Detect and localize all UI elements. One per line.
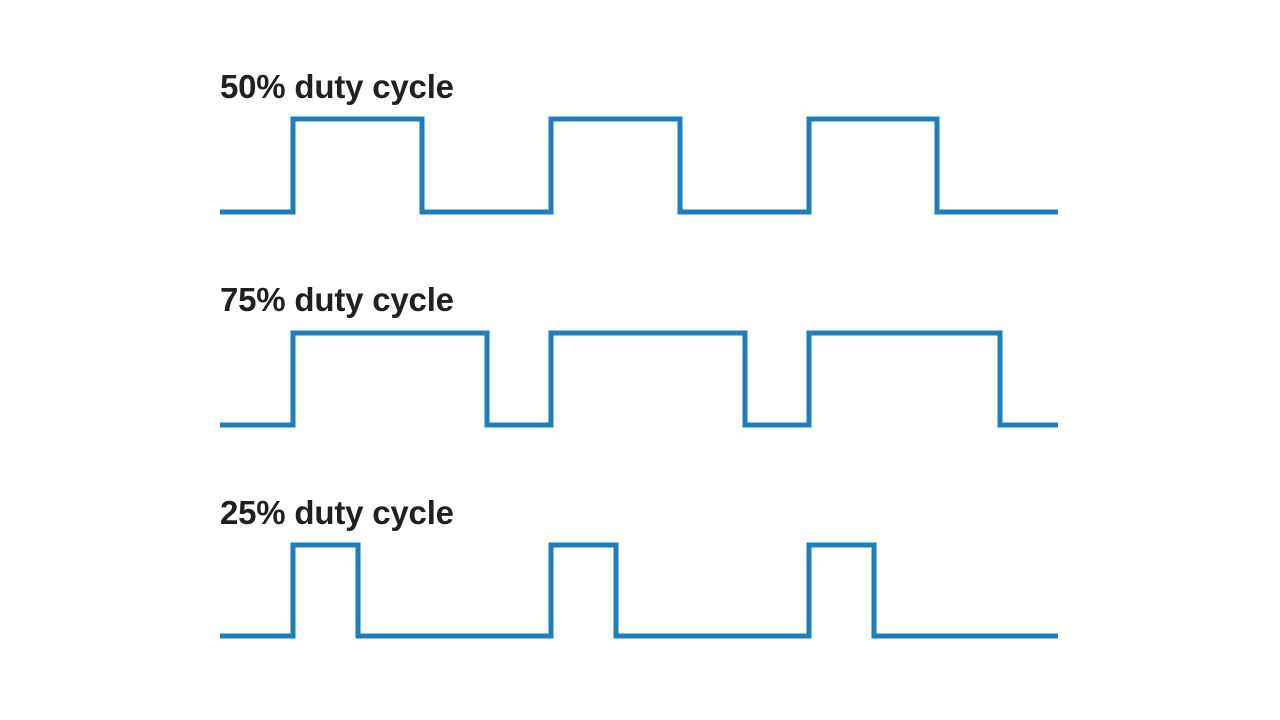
waveform-polyline-50 [220,116,1058,215]
waveform-polyline-25 [220,542,1058,639]
waveform-polyline-75 [220,330,1058,428]
waveform-label-50: 50% duty cycle [220,68,454,105]
waveform-label-75: 75% duty cycle [220,281,454,318]
waveform-label-25: 25% duty cycle [220,494,454,531]
